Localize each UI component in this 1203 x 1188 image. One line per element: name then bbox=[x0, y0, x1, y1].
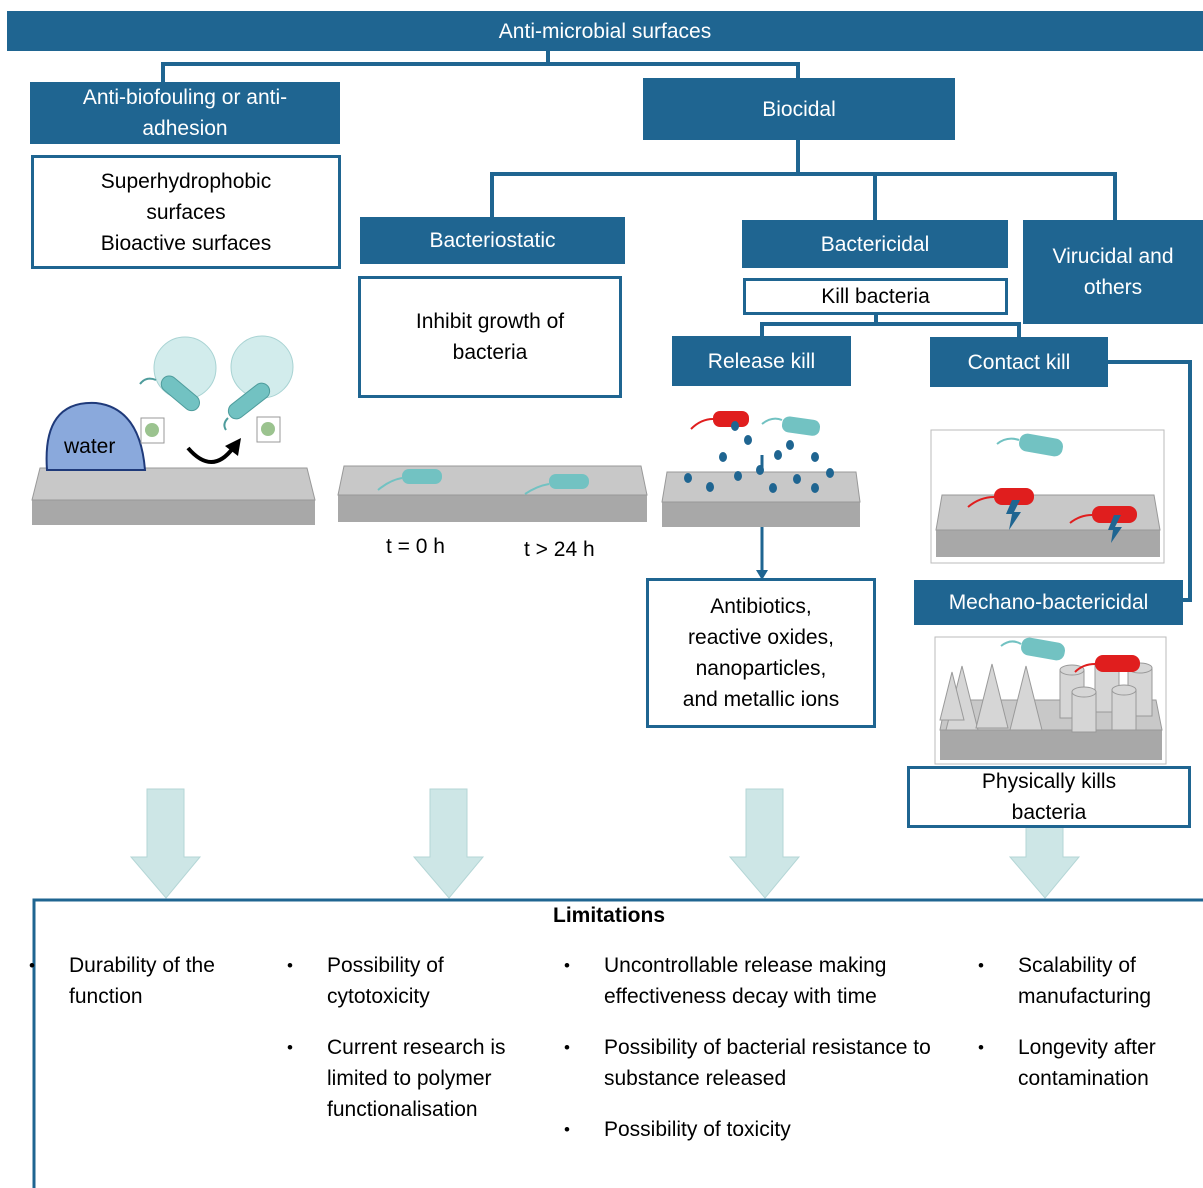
down-arrow-3 bbox=[728, 788, 801, 899]
limitation-item: Possibility of bacterial resistance to s… bbox=[564, 1032, 969, 1094]
bacterium-repelled-left bbox=[139, 375, 200, 412]
limitation-item: Current research is limited to polymer f… bbox=[287, 1032, 543, 1125]
limitations-column-4: Scalability of manufacturing Longevity a… bbox=[978, 950, 1202, 1114]
bacteriostatic-desc-line-1: Inhibit growth of bbox=[415, 310, 565, 333]
anti-biofouling-header: Anti-biofouling or anti-adhesion bbox=[30, 82, 340, 144]
bacteriostatic-label: Bacteriostatic bbox=[429, 229, 556, 252]
kill-bacteria-box: Kill bacteria bbox=[743, 278, 1008, 315]
curved-arrow bbox=[186, 446, 235, 464]
down-arrow-2 bbox=[412, 788, 485, 899]
bacterium-repelled-right bbox=[223, 382, 271, 431]
agent-reactive-oxides: reactive oxides, bbox=[688, 626, 834, 649]
bactericidal-label: Bactericidal bbox=[820, 232, 930, 256]
surface-anti-adhesion bbox=[31, 467, 316, 525]
bacteriostatic-header: Bacteriostatic bbox=[360, 217, 625, 264]
time-end-label: t > 24 h bbox=[524, 538, 595, 561]
limitation-item: Longevity after contamination bbox=[978, 1032, 1183, 1094]
example-bioactive: Bioactive surfaces bbox=[100, 231, 272, 255]
mechano-desc-line-2: bacteria bbox=[1011, 801, 1087, 824]
limitations-title: Limitations bbox=[553, 904, 666, 927]
down-arrow-1 bbox=[129, 788, 202, 899]
virucidal-label-line-1: Virucidal and bbox=[1052, 245, 1174, 268]
limitation-item: Scalability of manufacturing bbox=[978, 950, 1168, 1012]
surface-release-kill bbox=[661, 411, 861, 527]
page-title: Anti-microbial surfaces bbox=[498, 19, 712, 43]
release-kill-header: Release kill bbox=[672, 336, 851, 386]
agent-antibiotics: Antibiotics, bbox=[710, 595, 812, 618]
virus-icon-right bbox=[256, 416, 281, 443]
limitation-item: Possibility of toxicity bbox=[564, 1114, 974, 1145]
example-superhydrophobic: Superhydrophobic bbox=[100, 169, 272, 193]
bactericidal-header: Bactericidal bbox=[742, 220, 1008, 268]
contact-kill-label: Contact kill bbox=[967, 350, 1071, 374]
virucidal-label-line-2: others bbox=[1083, 276, 1143, 299]
biocidal-header: Biocidal bbox=[643, 78, 955, 140]
tree-connectors bbox=[161, 50, 1192, 602]
water-label: water bbox=[64, 435, 116, 458]
limitations-column-1: Durability of the function bbox=[29, 950, 269, 1032]
mechano-description-box: Physically kills bacteria bbox=[907, 766, 1191, 828]
anti-biofouling-examples-box: Superhydrophobic surfaces Bioactive surf… bbox=[31, 155, 341, 269]
time-start-label: t = 0 h bbox=[386, 535, 445, 558]
release-agents-box: Antibiotics, reactive oxides, nanopartic… bbox=[646, 578, 876, 728]
limitations-column-2: Possibility of cytotoxicity Current rese… bbox=[287, 950, 557, 1145]
mechano-header: Mechano-bactericidal bbox=[914, 580, 1183, 625]
water-droplet bbox=[45, 401, 147, 471]
contact-kill-illustration bbox=[930, 429, 1165, 564]
title-bar: Anti-microbial surfaces bbox=[7, 11, 1203, 51]
bacteriostatic-desc-line-2: bacteria bbox=[452, 341, 528, 364]
anti-biofouling-label: Anti-biofouling or anti-adhesion bbox=[82, 86, 288, 140]
limitations-frame bbox=[32, 898, 1203, 1188]
mechano-label: Mechano-bactericidal bbox=[948, 591, 1149, 614]
release-kill-label: Release kill bbox=[707, 349, 816, 373]
bacteriostatic-description-box: Inhibit growth of bacteria bbox=[358, 276, 622, 398]
kill-bacteria-label: Kill bacteria bbox=[821, 285, 930, 308]
contact-kill-header: Contact kill bbox=[930, 337, 1108, 387]
surface-bacteriostatic bbox=[337, 465, 648, 522]
agent-nanoparticles: nanoparticles, bbox=[695, 657, 827, 680]
example-surfaces: surfaces bbox=[146, 200, 226, 224]
virucidal-header: Virucidal and others bbox=[1023, 220, 1203, 324]
limitation-item: Durability of the function bbox=[29, 950, 269, 1012]
mechano-desc-line-1: Physically kills bbox=[981, 770, 1117, 793]
limitation-item: Possibility of cytotoxicity bbox=[287, 950, 497, 1012]
virus-icon-left bbox=[140, 417, 165, 444]
mechano-illustration bbox=[934, 636, 1167, 765]
limitation-item: Uncontrollable release making effectiven… bbox=[564, 950, 944, 1012]
limitations-column-3: Uncontrollable release making effectiven… bbox=[564, 950, 974, 1165]
biocidal-label: Biocidal bbox=[762, 97, 836, 121]
agent-metallic-ions: and metallic ions bbox=[682, 688, 840, 711]
